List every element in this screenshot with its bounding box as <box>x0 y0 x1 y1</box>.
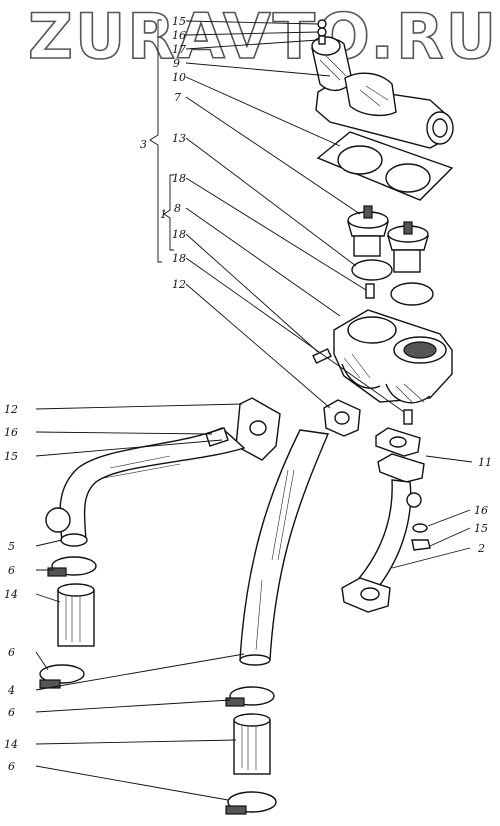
callout-6: 6 <box>8 564 15 577</box>
callout-5: 5 <box>8 540 15 553</box>
outlet-manifold <box>311 19 454 149</box>
callout-15: 15 <box>4 450 18 463</box>
callout-10: 10 <box>172 71 186 84</box>
callout-15: 15 <box>172 15 186 28</box>
callout-17: 17 <box>172 43 186 56</box>
callout-numbers: 15 16 17 9 10 7 3 13 18 1 8 18 18 12 12 … <box>4 15 492 773</box>
nut-right <box>411 539 431 551</box>
stud-upper <box>365 283 375 299</box>
callout-7: 7 <box>174 91 181 104</box>
callout-13: 13 <box>172 132 186 145</box>
callout-2: 2 <box>477 542 485 555</box>
callout-6: 6 <box>8 646 15 659</box>
stud-lower <box>403 409 413 425</box>
callout-12: 12 <box>172 278 186 291</box>
thermostat-housing <box>333 309 453 404</box>
callout-4: 4 <box>7 684 15 697</box>
flange-gasket <box>375 427 421 457</box>
bypass-pipe <box>341 453 425 613</box>
callout-16: 16 <box>172 29 186 42</box>
callout-8: 8 <box>174 202 181 215</box>
left-outlet-pipe <box>45 397 281 547</box>
hose-clamp-upper-left <box>47 556 97 577</box>
long-center-pipe <box>239 399 361 666</box>
seal-ring-left <box>351 259 393 281</box>
hose-clamp-upper-center <box>225 686 275 707</box>
watermark-text: ZURAVTO.RU <box>28 0 498 73</box>
hose-center <box>233 713 271 775</box>
seal-ring-right <box>390 282 434 306</box>
hose-clamp-lower-left <box>39 664 85 689</box>
callout-1: 1 <box>160 208 167 221</box>
thermostat-left <box>347 205 389 257</box>
callout-11: 11 <box>478 456 492 469</box>
hose-left <box>57 583 95 647</box>
callout-16: 16 <box>4 426 18 439</box>
hose-clamp-lower-center <box>225 791 277 815</box>
leader-lines <box>35 19 473 801</box>
callout-18: 18 <box>172 172 186 185</box>
callout-12: 12 <box>4 403 18 416</box>
callout-14: 14 <box>4 738 18 751</box>
callout-3: 3 <box>140 138 147 151</box>
callout-9: 9 <box>173 57 180 70</box>
stud-left <box>312 348 332 364</box>
manifold-gasket <box>316 131 454 201</box>
callout-14: 14 <box>4 588 18 601</box>
thermostat-right <box>387 221 429 273</box>
washer-right <box>412 523 428 533</box>
callout-6: 6 <box>8 706 15 719</box>
callout-16: 16 <box>474 504 488 517</box>
callout-6: 6 <box>8 760 15 773</box>
callout-15: 15 <box>474 522 488 535</box>
callout-18: 18 <box>172 252 186 265</box>
callout-18: 18 <box>172 228 186 241</box>
